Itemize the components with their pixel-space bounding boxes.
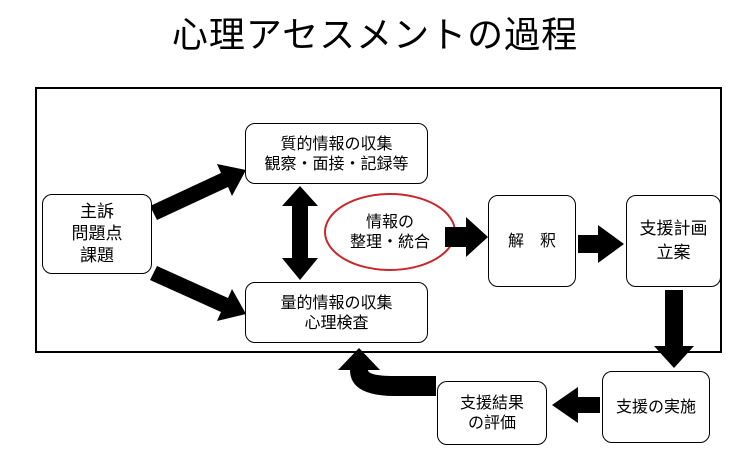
node-implementation: 支援の実施 xyxy=(602,371,710,443)
node-interpretation: 解 釈 xyxy=(488,195,576,287)
arrow-complaint-to-quantitative xyxy=(150,266,246,321)
complaint-line-2: 問題点 xyxy=(71,224,123,244)
node-complaint: 主訴 問題点 課題 xyxy=(42,194,152,274)
interpretation-label: 解 釈 xyxy=(507,231,556,250)
arrow-double-vertical xyxy=(282,186,318,280)
complaint-line-1: 主訴 xyxy=(80,202,114,222)
assessment-frame xyxy=(35,87,722,353)
plan-line-2: 立案 xyxy=(656,243,691,263)
node-qualitative: 質的情報の収集 観察・面接・記録等 xyxy=(245,123,428,184)
integration-line-1: 情報の xyxy=(365,212,414,231)
evaluation-line-1: 支援結果 xyxy=(459,393,524,412)
evaluation-line-2: の評価 xyxy=(467,413,516,432)
node-plan: 支援計画 立案 xyxy=(626,195,721,287)
arrow-interpretation-to-plan xyxy=(578,225,624,263)
arrow-complaint-to-qualitative xyxy=(150,164,246,220)
node-quantitative: 量的情報の収集 心理検査 xyxy=(245,282,428,343)
integration-line-2: 整理・統合 xyxy=(349,232,430,251)
quantitative-line-1: 量的情報の収集 xyxy=(280,292,393,312)
quantitative-line-2: 心理検査 xyxy=(304,312,369,332)
arrow-evaluation-to-quantitative xyxy=(338,348,436,396)
diagram-title: 心理アセスメントの過程 xyxy=(171,15,579,56)
arrow-integration-to-interpretation xyxy=(445,217,488,257)
qualitative-line-1: 質的情報の収集 xyxy=(280,133,393,153)
node-evaluation: 支援結果 の評価 xyxy=(437,381,547,445)
plan-line-1: 支援計画 xyxy=(639,219,708,239)
arrow-plan-to-implementation xyxy=(654,290,694,368)
qualitative-line-2: 観察・面接・記録等 xyxy=(264,153,409,173)
complaint-line-3: 課題 xyxy=(80,246,114,266)
implementation-label: 支援の実施 xyxy=(615,397,696,416)
arrow-implementation-to-evaluation xyxy=(552,387,600,423)
node-integration: 情報の 整理・統合 xyxy=(330,210,450,254)
